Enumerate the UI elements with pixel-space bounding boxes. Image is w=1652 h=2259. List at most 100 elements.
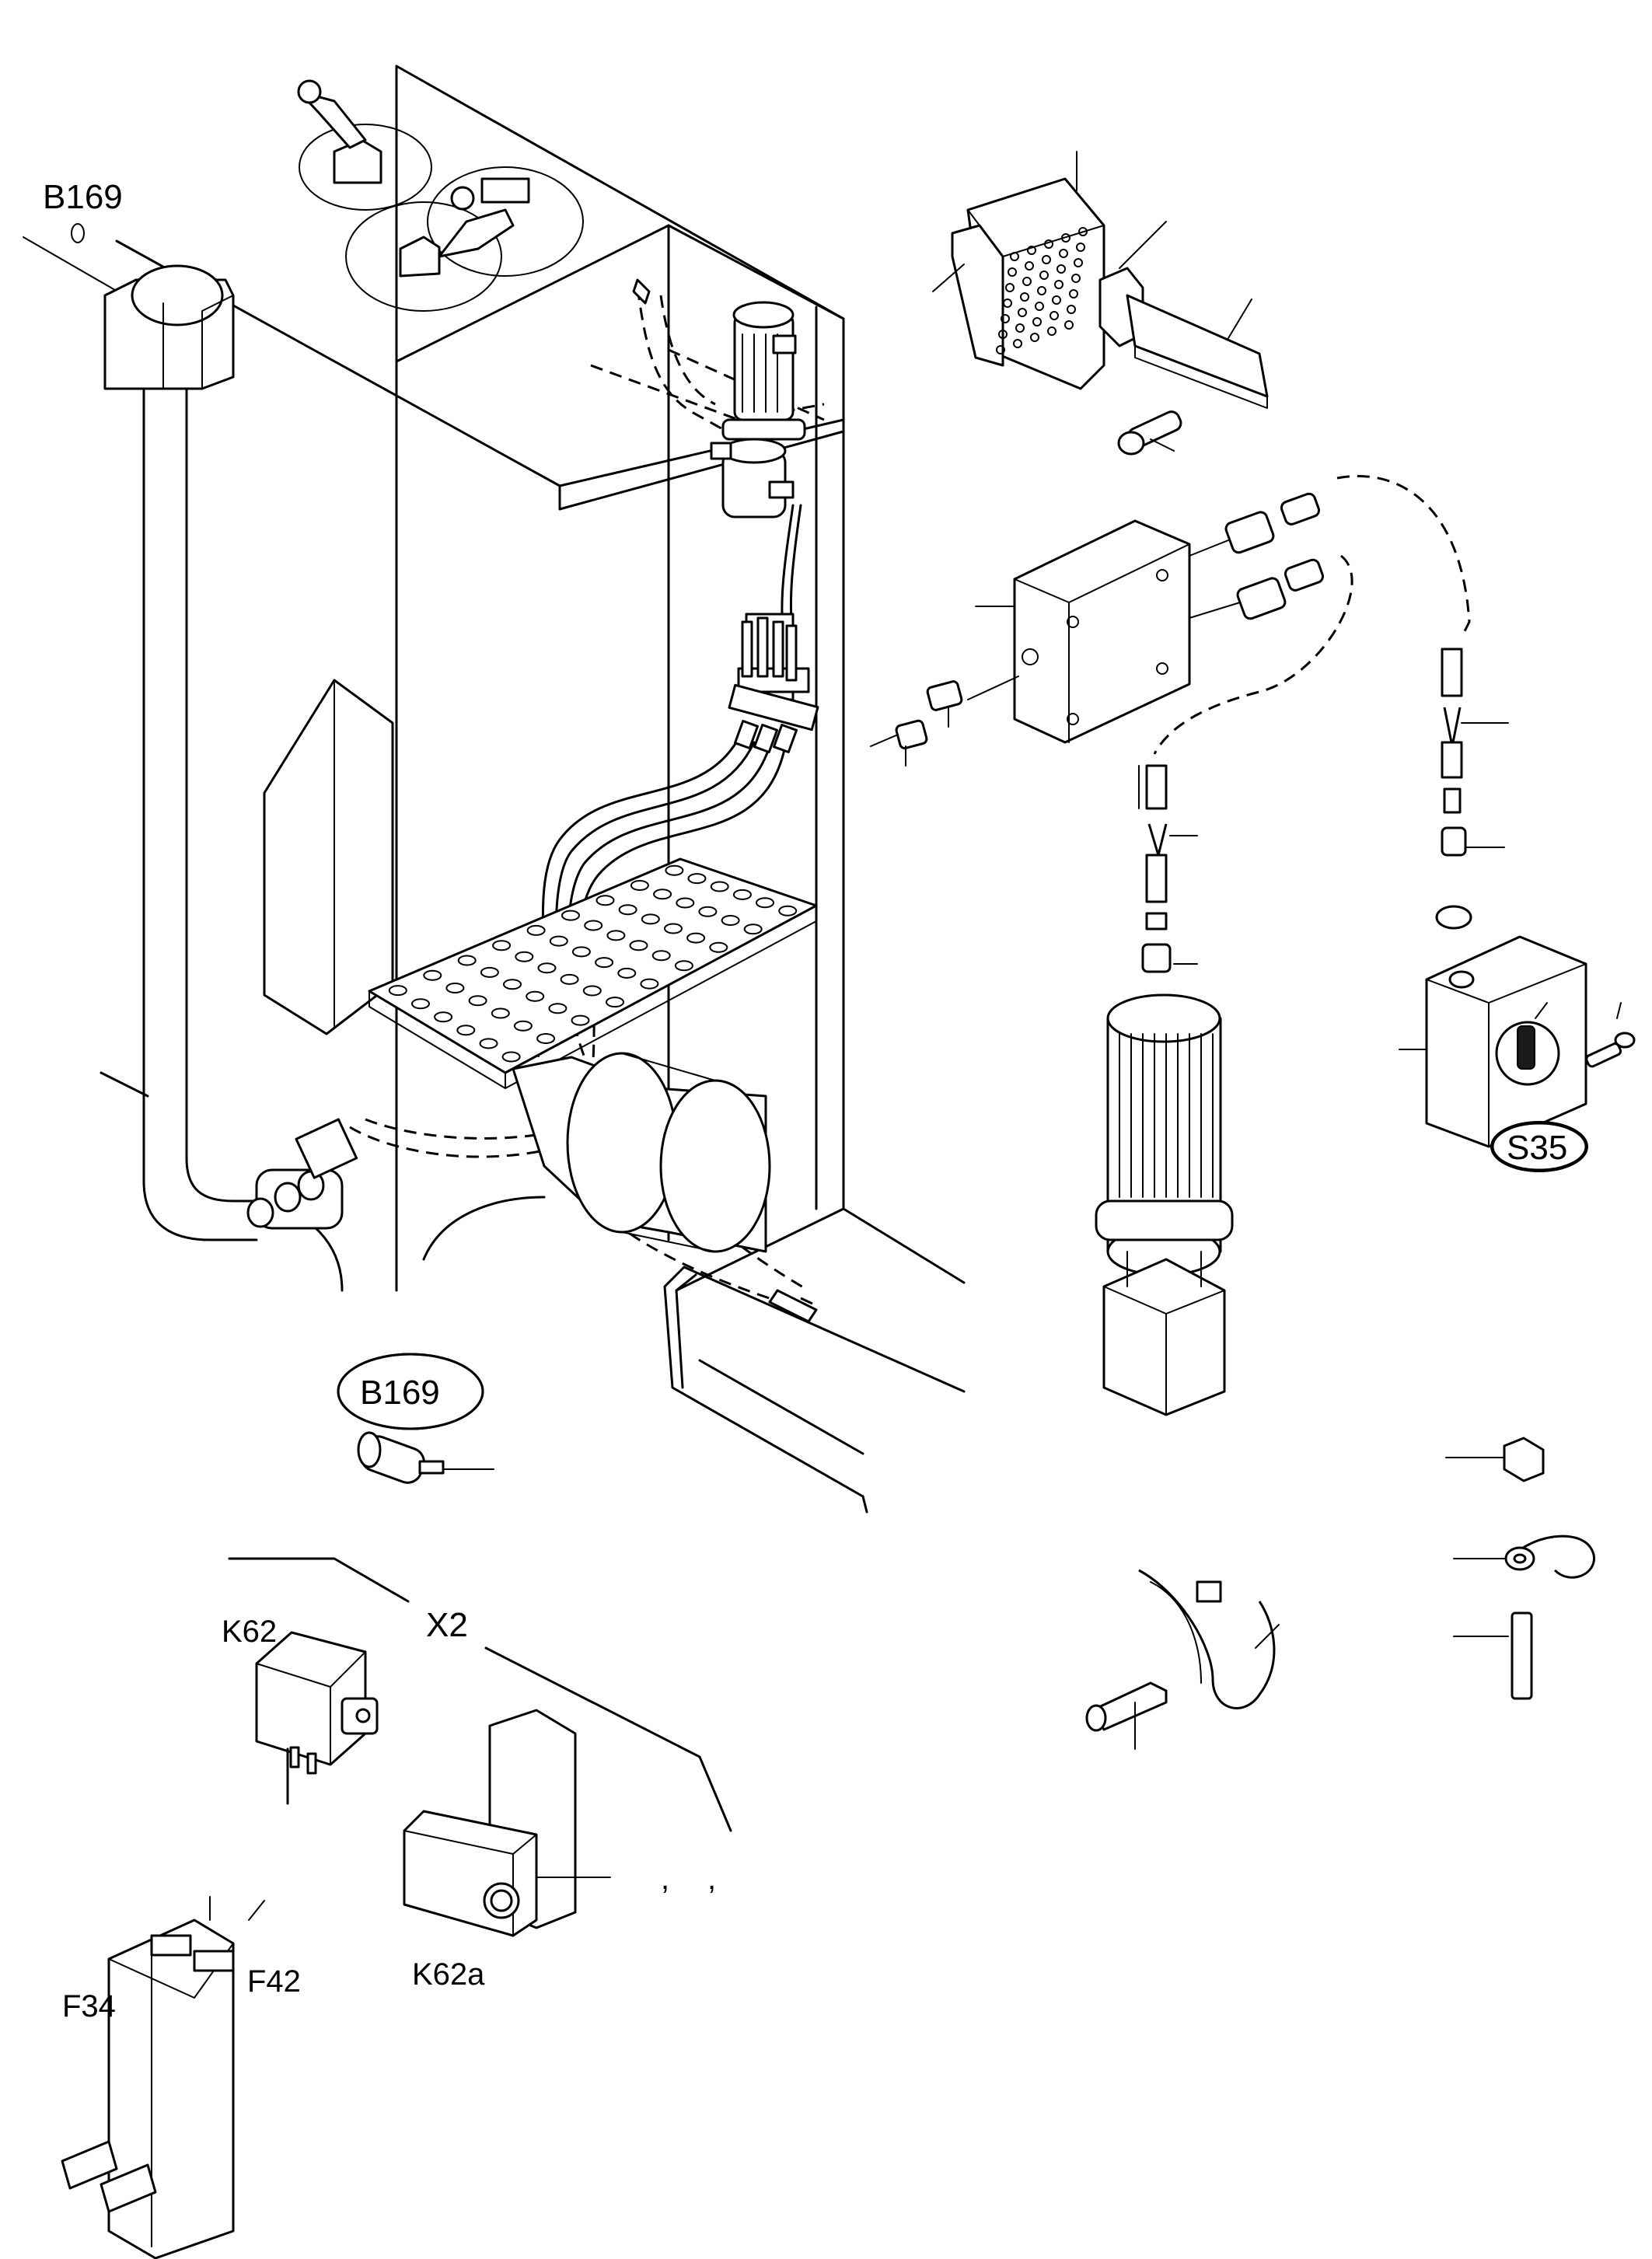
- shelf-hole: [606, 930, 626, 941]
- text-labels: B169 B169 S35 X2 K62 K62a F34 F42 , ,: [43, 178, 1567, 2023]
- k62-relay: [255, 1631, 379, 1805]
- shelf-hole: [388, 985, 407, 997]
- label-f42: F42: [247, 1964, 301, 1999]
- shelf-hole: [630, 880, 649, 891]
- shelf-hole: [491, 1007, 510, 1019]
- shelf-hole: [756, 897, 774, 909]
- shelf-hole: [698, 906, 718, 917]
- shelf-hole: [537, 962, 557, 974]
- terminal-hole: [1069, 289, 1078, 299]
- terminal-hole: [998, 330, 1008, 339]
- shelf-hole: [434, 1011, 453, 1023]
- terminal-hole: [1064, 320, 1074, 330]
- shelf-hole: [721, 915, 740, 926]
- shelf-hole: [687, 873, 707, 885]
- shelf-hole: [501, 1051, 521, 1063]
- label-f34: F34: [62, 1989, 116, 2023]
- valve-manifold: [728, 613, 819, 754]
- terminal-hole: [1013, 339, 1022, 348]
- shelf-hole: [480, 966, 499, 978]
- shelf-hole: [571, 946, 591, 958]
- shelf-hole: [664, 923, 683, 934]
- terminal-hole: [1050, 311, 1059, 320]
- shelf-hole: [595, 957, 614, 969]
- label-k62a: K62a: [412, 1957, 485, 1992]
- shelf-hole: [676, 897, 695, 909]
- k62a-relay-base: [403, 1709, 611, 1937]
- shelf-hole: [606, 997, 624, 1008]
- b169-label-outline: [337, 1353, 484, 1430]
- terminal-hole: [1052, 295, 1061, 305]
- terminal-hole: [1020, 292, 1029, 302]
- terminal-hole: [1005, 283, 1015, 292]
- label-b169-top: B169: [43, 178, 123, 216]
- terminal-hole: [1035, 302, 1044, 311]
- label-s35: S35: [1507, 1129, 1567, 1167]
- f34-f42-breakers: [61, 1896, 265, 2259]
- shelf-hole: [492, 940, 512, 951]
- terminal-hole: [1059, 249, 1068, 258]
- s35-switch-assembly: [1399, 648, 1636, 1171]
- terminal-hole: [1074, 258, 1083, 267]
- terminal-hole: [1032, 317, 1042, 326]
- motor-assembly: [1095, 764, 1234, 1416]
- shelf-hole: [653, 889, 672, 900]
- terminal-hole: [1057, 264, 1066, 274]
- shelf-hole: [595, 895, 615, 906]
- terminal-hole: [1022, 277, 1032, 286]
- shelf-hole: [651, 950, 671, 962]
- b169-detail: [337, 1353, 494, 1484]
- side-panel-box: [263, 679, 394, 1035]
- shelf-hole: [479, 1038, 498, 1049]
- perforated-shelf: [368, 857, 818, 1089]
- label-x2: X2: [426, 1606, 468, 1644]
- shelf-hole: [560, 973, 579, 985]
- terminal-hole: [1001, 314, 1010, 323]
- terminal-hole: [1008, 267, 1017, 277]
- terminal-hole: [1015, 323, 1025, 333]
- terminal-hole: [1054, 280, 1063, 289]
- label-comma-1: ,: [661, 1862, 669, 1896]
- shelf-hole: [743, 924, 763, 935]
- shelf-hole: [686, 932, 706, 944]
- shelf-hole: [571, 1014, 590, 1026]
- shelf-hole: [709, 941, 728, 953]
- terminal-hole: [1018, 308, 1027, 317]
- terminal-hole: [1025, 261, 1034, 271]
- shelf-hole: [778, 905, 798, 917]
- label-comma-2: ,: [707, 1862, 716, 1896]
- shelf-hole: [618, 904, 637, 916]
- shelf-hole: [640, 978, 659, 990]
- x2-bracket: [228, 1557, 732, 1832]
- shelf-hole: [468, 995, 487, 1007]
- terminal-blocks: [932, 151, 1269, 456]
- duct-cone: [512, 1052, 771, 1253]
- shelf-hole: [423, 969, 442, 981]
- shelf-hole: [515, 951, 534, 962]
- terminal-hole: [1039, 271, 1049, 280]
- shelf-hole: [526, 990, 545, 1002]
- terminal-hole: [1044, 239, 1053, 249]
- shelf-hole: [445, 983, 465, 993]
- shelf-hole: [584, 920, 603, 931]
- terminal-hole: [1010, 252, 1019, 261]
- junction-box: [975, 519, 1191, 744]
- label-b169-detail: B169: [360, 1374, 440, 1412]
- terminal-hole: [1037, 286, 1046, 295]
- terminal-hole: [1003, 299, 1012, 308]
- shelf-hole: [411, 998, 430, 1010]
- s35-label-outline: [1490, 1121, 1588, 1172]
- nut-clamp-stud: [1445, 1437, 1595, 1700]
- shelf-hole: [503, 979, 522, 990]
- shelf-hole: [548, 1003, 568, 1014]
- shelf-hole: [641, 913, 660, 925]
- top-controls: [297, 79, 584, 312]
- terminal-hole: [1027, 246, 1036, 255]
- filter-motor-unit: [632, 278, 806, 518]
- shelf-hole: [526, 924, 546, 936]
- shelf-hole: [582, 985, 602, 997]
- terminal-hole: [1061, 233, 1070, 243]
- shelf-hole: [732, 889, 752, 900]
- terminal-hole: [1067, 305, 1076, 314]
